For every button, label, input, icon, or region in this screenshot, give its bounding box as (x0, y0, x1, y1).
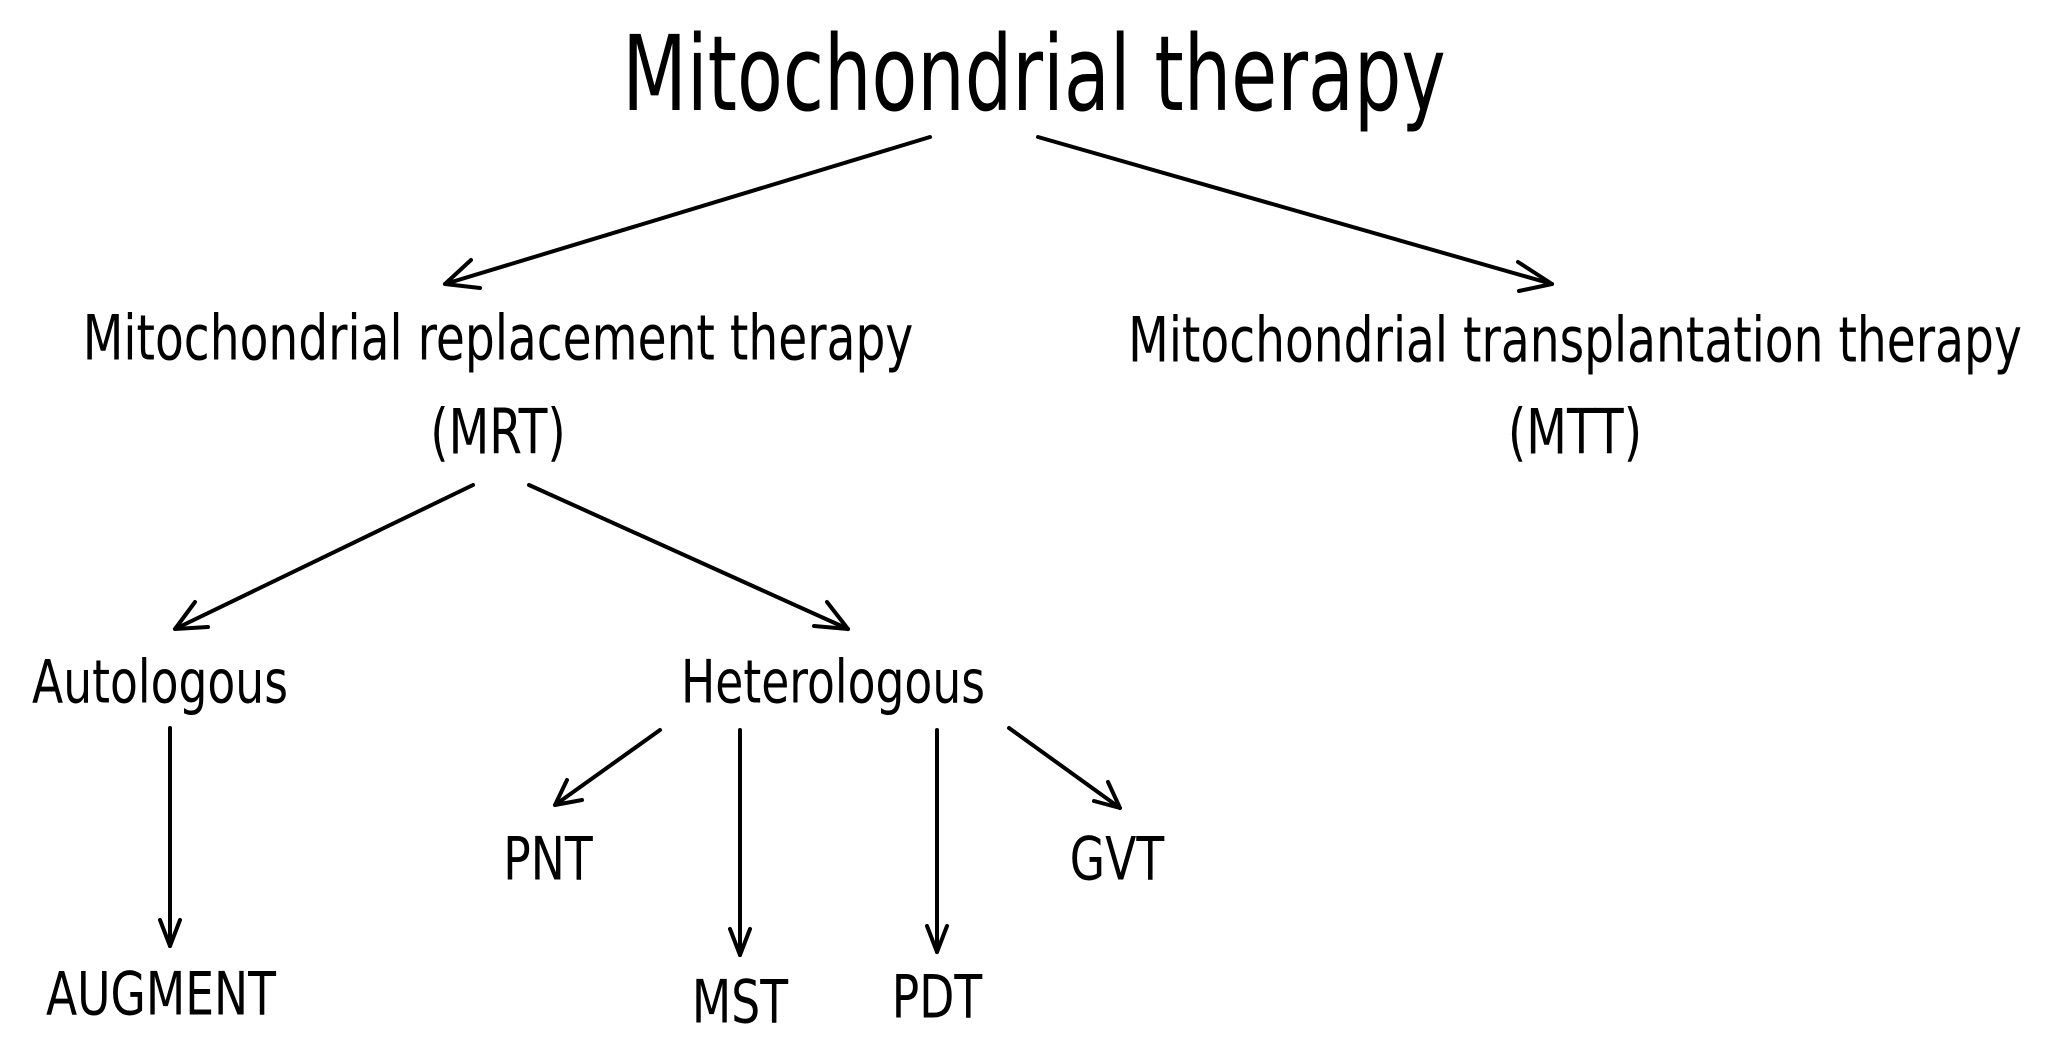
arrow-mrt-to-heterologous (527, 483, 850, 631)
arrow-heterologous-to-pdt (925, 728, 949, 954)
node-mtt-abbrev: (MTT) (1507, 395, 1643, 469)
arrow-heterologous-to-gvt (1007, 726, 1122, 810)
diagram-title: Mitochondrial therapy (622, 13, 1446, 136)
node-gvt: GVT (1069, 824, 1165, 895)
arrow-heterologous-to-pnt (553, 728, 662, 807)
node-autologous: Autologous (32, 647, 288, 718)
arrow-autologous-to-augment (158, 726, 182, 948)
arrow-mrt-to-autologous (173, 483, 475, 631)
node-mrt-name: Mitochondrial replacement therapy (82, 301, 914, 375)
node-augment: AUGMENT (45, 959, 277, 1030)
arrow-root-to-mtt (1036, 135, 1554, 293)
node-heterologous: Heterologous (681, 647, 985, 718)
node-pdt: PDT (891, 962, 983, 1033)
node-pnt: PNT (503, 824, 593, 895)
node-mrt-abbrev: (MRT) (430, 395, 566, 469)
arrow-root-to-mrt (443, 135, 932, 290)
node-mtt-name: Mitochondrial transplantation therapy (1128, 303, 2022, 377)
node-mst: MST (691, 967, 789, 1038)
arrow-heterologous-to-mst (728, 728, 752, 957)
